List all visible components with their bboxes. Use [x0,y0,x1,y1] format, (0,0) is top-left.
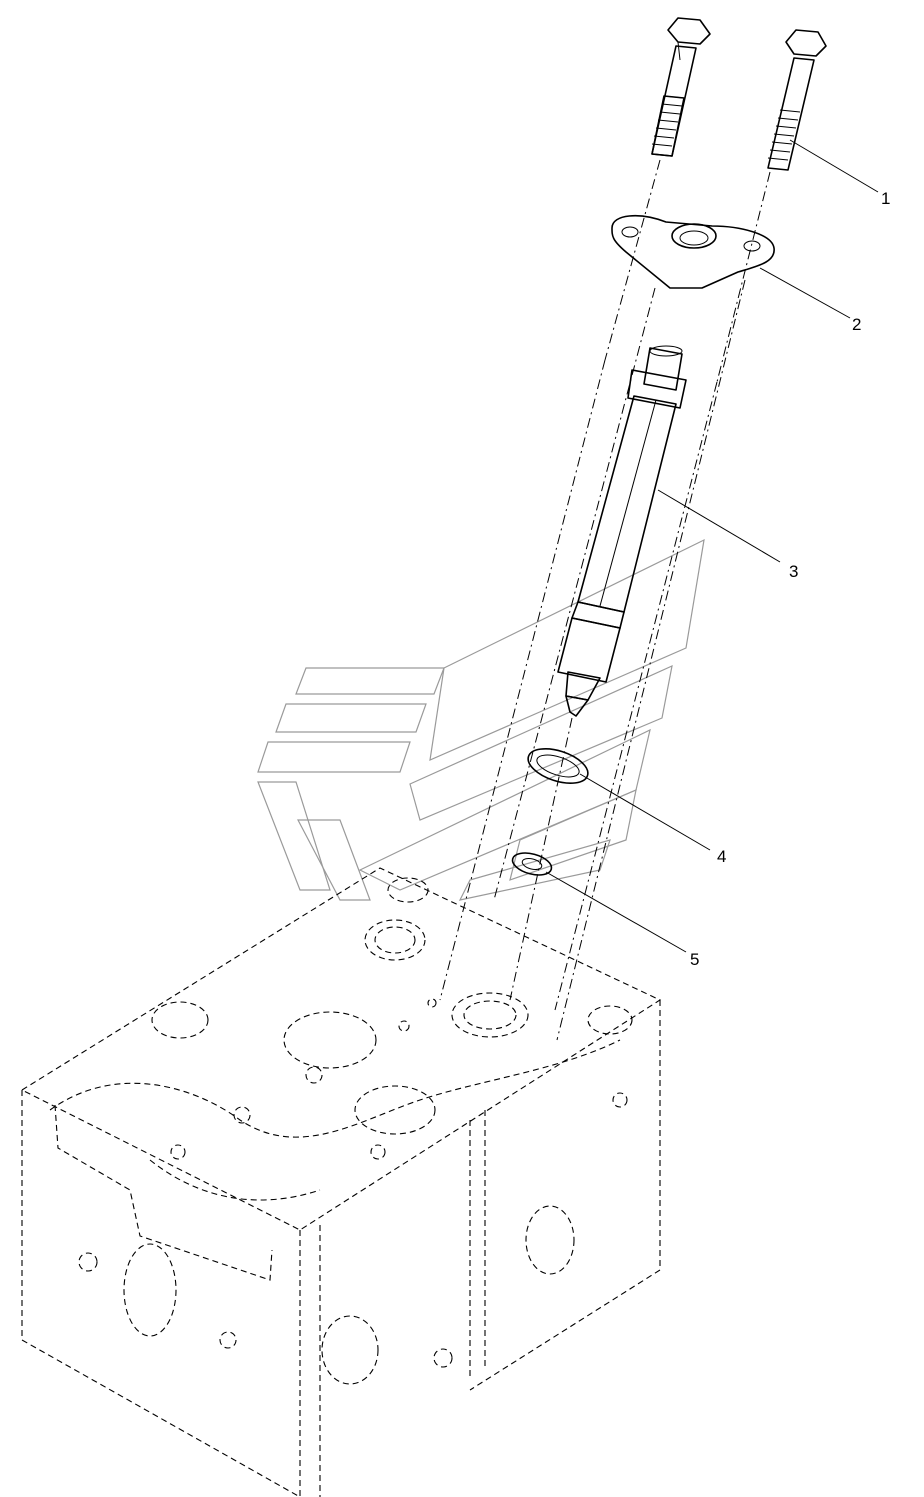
callout-1: 1 [881,189,890,208]
cylinder-head [20,867,662,1497]
callout-5: 5 [690,950,699,969]
watermark-logo [257,538,705,901]
bolt-right [767,29,827,171]
callout-2: 2 [852,315,861,334]
clamp [611,214,775,289]
bolt-left [651,17,711,157]
washer [511,852,553,876]
alignment-lines [439,159,771,1041]
callout-3: 3 [789,562,798,581]
callout-4: 4 [717,847,726,866]
leader-lines [545,139,879,953]
injector [557,345,687,717]
seal-ring [527,748,589,784]
